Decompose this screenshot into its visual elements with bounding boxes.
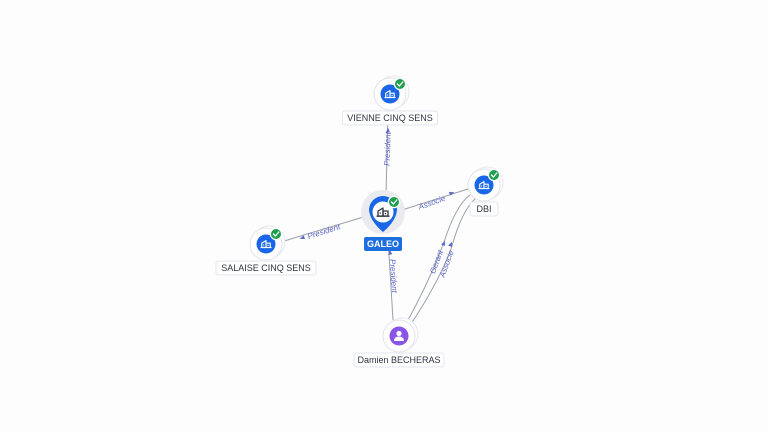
edge-line xyxy=(401,188,469,211)
edge-arrow-icon xyxy=(388,249,393,255)
edge-damien-galeo[interactable]: President xyxy=(387,237,399,321)
edge-label: President xyxy=(306,222,342,241)
building-icon xyxy=(376,207,390,217)
edge-line xyxy=(385,111,389,197)
edge-arrow-icon xyxy=(449,191,455,196)
building-icon xyxy=(384,90,396,99)
edge-galeo-vienne[interactable]: President xyxy=(383,111,393,197)
nodes-layer: GALEO VIENNE CINQ SENS DBI SALAISE CINQ SEN… xyxy=(215,75,504,368)
edge-label: President xyxy=(383,131,393,166)
node-label: GALEO xyxy=(367,239,399,249)
edge-arrow-icon xyxy=(441,240,446,247)
edge-label: Associe xyxy=(416,193,447,212)
node-label: DBI xyxy=(476,204,491,214)
edge-line xyxy=(280,215,368,243)
edge-line xyxy=(387,237,394,321)
node-galeo[interactable]: GALEO xyxy=(361,190,405,251)
node-vienne[interactable]: VIENNE CINQ SENS xyxy=(342,75,438,126)
edge-damien-dbi[interactable]: Associe xyxy=(410,197,477,325)
edge-arrow-icon xyxy=(448,241,453,248)
edge-damien-dbi[interactable]: Gerant xyxy=(406,194,471,323)
edge-arrow-icon xyxy=(386,127,390,133)
node-label-box xyxy=(215,260,317,276)
node-label: Damien BECHERAS xyxy=(357,355,440,365)
edge-galeo-salaise[interactable]: President xyxy=(280,215,368,243)
node-label-box xyxy=(469,201,499,217)
verified-check-icon xyxy=(487,168,501,182)
node-label: VIENNE CINQ SENS xyxy=(347,113,433,123)
building-icon xyxy=(260,240,272,249)
center-label-pill xyxy=(364,237,402,251)
node-label: SALAISE CINQ SENS xyxy=(221,263,311,273)
node-salaise[interactable]: SALAISE CINQ SENS xyxy=(215,225,317,276)
node-damien[interactable]: Damien BECHERAS xyxy=(353,317,445,368)
node-label-box xyxy=(353,352,445,368)
verified-check-icon xyxy=(387,195,401,209)
edge-arrow-icon xyxy=(299,235,305,240)
node-dbi[interactable]: DBI xyxy=(467,166,504,217)
edge-label: President xyxy=(388,259,399,294)
person-icon xyxy=(394,330,404,341)
node-label-box xyxy=(342,110,438,126)
verified-check-icon xyxy=(269,227,283,241)
verified-check-icon xyxy=(393,77,407,91)
building-icon xyxy=(478,181,490,190)
